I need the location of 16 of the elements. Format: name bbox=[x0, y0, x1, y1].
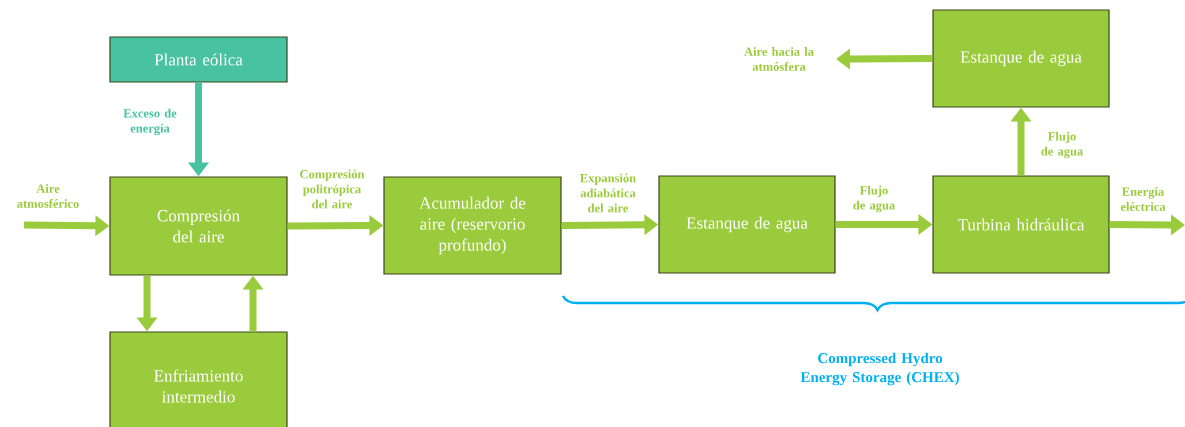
edge-label: Flujo de agua bbox=[1041, 131, 1083, 159]
edge-label: Flujo de agua bbox=[853, 185, 895, 213]
process-box: Planta eólica bbox=[109, 36, 288, 83]
edge-label: Expansión adiabática del aire bbox=[580, 173, 636, 213]
edge-label: Energía eléctrica bbox=[1120, 187, 1166, 211]
edge-label: Compresión politrópica del aire bbox=[300, 169, 365, 209]
process-box: Enfriamiento intermedio bbox=[109, 331, 288, 427]
process-box: Acumulador de aire (reservorio profundo) bbox=[383, 176, 562, 275]
process-box: Estanque de agua bbox=[658, 175, 836, 274]
process-box: Compresión del aire bbox=[109, 176, 288, 276]
process-box: Estanque de agua bbox=[932, 9, 1110, 108]
process-box: Turbina hidráulica bbox=[932, 175, 1110, 274]
caption-label: Compressed Hydro Energy Storage (CHEX) bbox=[800, 352, 959, 386]
edge-label: Aire atmosférico bbox=[17, 184, 79, 208]
edge-label: Aire hacia la atmósfera bbox=[744, 47, 814, 71]
edge-label: Exceso de energía bbox=[123, 108, 177, 136]
